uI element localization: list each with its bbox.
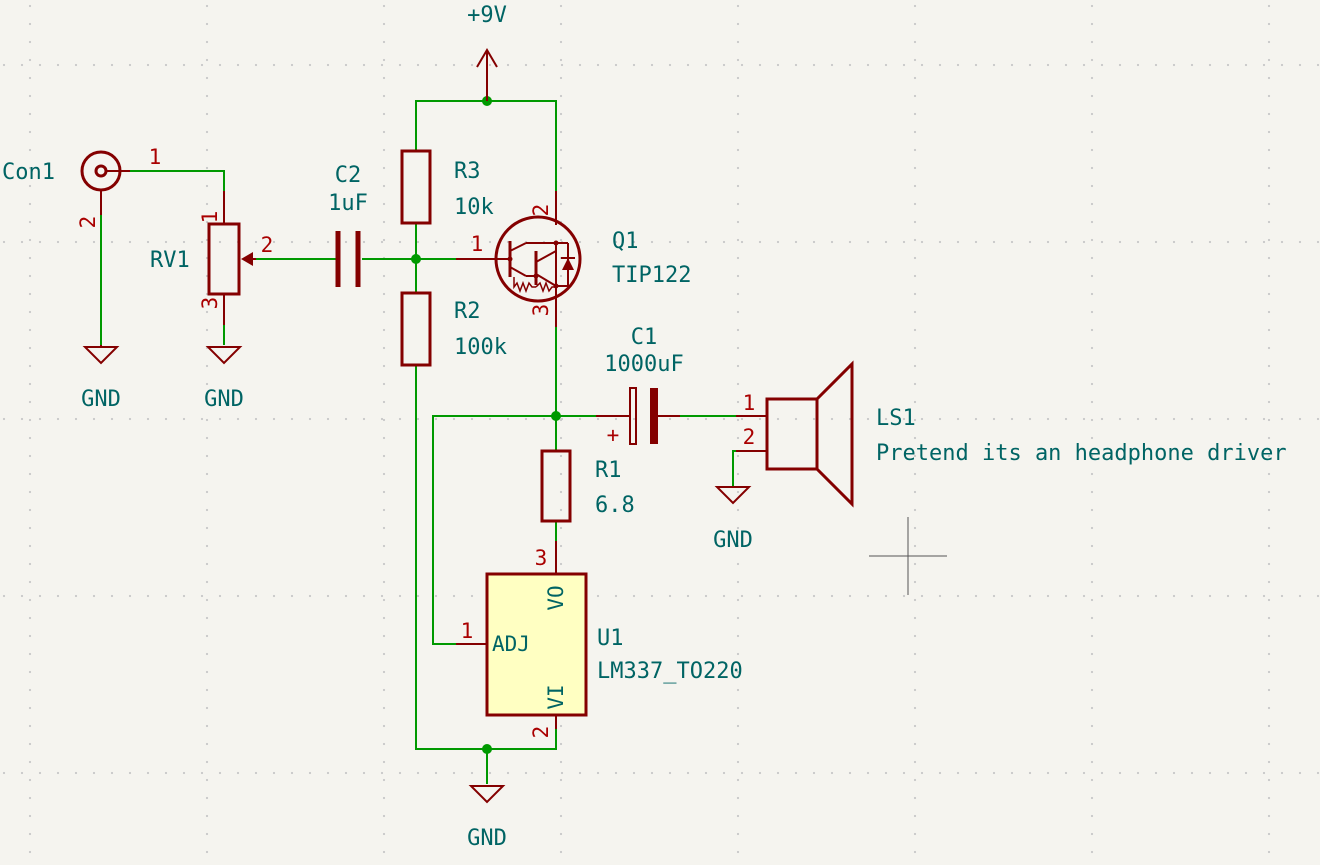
pin-number: 2	[743, 425, 756, 449]
power-gnd-con1[interactable]: GND	[81, 345, 121, 412]
component-q1[interactable]: 1 2 3 Q1 TIP122	[456, 191, 691, 327]
darlington-internals-icon	[507, 240, 575, 294]
ground-icon	[468, 785, 506, 804]
crosshair-cursor-icon	[869, 517, 947, 595]
pin-number: 1	[198, 211, 222, 224]
ground-icon	[82, 346, 120, 365]
r1-reference: R1	[595, 458, 622, 483]
pin-number: 2	[529, 726, 553, 739]
resistor-body	[400, 149, 432, 225]
junction-gnd	[482, 744, 492, 754]
r1-value: 6.8	[595, 493, 635, 518]
wiper-arrow-icon	[241, 252, 253, 266]
component-r3[interactable]: R3 10k	[400, 149, 494, 225]
r2-value: 100k	[454, 335, 507, 360]
power-gnd-ls1[interactable]: GND	[713, 486, 753, 553]
r3-value: 10k	[454, 195, 494, 220]
pin-number: 2	[261, 233, 274, 257]
vcc-label: +9V	[467, 3, 507, 28]
component-rv1[interactable]: 1 2 3 RV1	[150, 191, 273, 325]
c1-polarity-mark: +	[607, 423, 620, 447]
rv1-reference: RV1	[150, 248, 190, 273]
r2-reference: R2	[454, 299, 481, 324]
gnd-label: GND	[467, 826, 507, 851]
u1-value: LM337_TO220	[597, 659, 743, 684]
pin-number: 1	[149, 145, 162, 169]
component-con1[interactable]: 1 2 Con1	[2, 145, 161, 228]
regulator-body	[485, 572, 588, 717]
pin-number: 2	[529, 204, 553, 217]
con1-reference: Con1	[2, 160, 55, 185]
power-vcc[interactable]: +9V	[467, 3, 507, 101]
power-gnd-main[interactable]: GND	[467, 785, 507, 851]
component-c1[interactable]: + C1 1000uF	[596, 325, 684, 447]
ls1-reference: LS1	[876, 406, 916, 431]
pin-name-adj: ADJ	[492, 632, 530, 656]
u1-reference: U1	[597, 626, 624, 651]
wire-ls1-gnd[interactable]	[732, 450, 736, 486]
component-u1[interactable]: 1 2 3 ADJ VO VI U1 LM337_TO220	[456, 541, 743, 738]
ground-icon	[714, 486, 752, 505]
ls1-value: Pretend its an headphone driver	[876, 441, 1287, 466]
wire-adj-feedback[interactable]	[432, 415, 556, 645]
resistor-body	[540, 449, 572, 523]
component-r1[interactable]: R1 6.8	[540, 449, 635, 523]
gnd-label: GND	[204, 387, 244, 412]
resistor-body	[400, 291, 432, 367]
c2-reference: C2	[335, 163, 362, 188]
r3-reference: R3	[454, 159, 481, 184]
c1-plate-negative	[650, 388, 658, 444]
gnd-label: GND	[713, 528, 753, 553]
c1-reference: C1	[631, 325, 658, 350]
pin-number: 1	[461, 619, 474, 643]
grid-dots	[2, 4, 1320, 854]
pin-number: 3	[529, 304, 553, 317]
pin-name-vo: VO	[544, 585, 568, 610]
component-r2[interactable]: R2 100k	[400, 291, 507, 367]
junctions	[411, 96, 561, 754]
q1-value: TIP122	[612, 263, 691, 288]
pin-name-vi: VI	[544, 684, 568, 709]
gnd-label: GND	[81, 387, 121, 412]
junction-emitter	[551, 411, 561, 421]
power-gnd-rv1[interactable]: GND	[204, 346, 244, 412]
pin-number: 3	[198, 297, 222, 310]
speaker-cone-icon	[815, 360, 854, 508]
pin-number: 2	[76, 216, 100, 229]
junction-base	[411, 254, 421, 264]
ground-icon	[205, 346, 243, 365]
pin-number: 3	[535, 546, 548, 570]
component-c2[interactable]: C2 1uF	[328, 163, 368, 287]
c1-plate-positive	[629, 387, 637, 445]
c2-value: 1uF	[328, 191, 368, 216]
wire-con1-to-rv1[interactable]	[130, 170, 225, 191]
pin-number: 1	[471, 232, 484, 256]
component-ls1[interactable]: 1 2 LS1 Pretend its an headphone driver	[736, 360, 1287, 508]
c1-value: 1000uF	[604, 352, 683, 377]
pin-number: 1	[743, 391, 756, 415]
q1-reference: Q1	[612, 229, 639, 254]
